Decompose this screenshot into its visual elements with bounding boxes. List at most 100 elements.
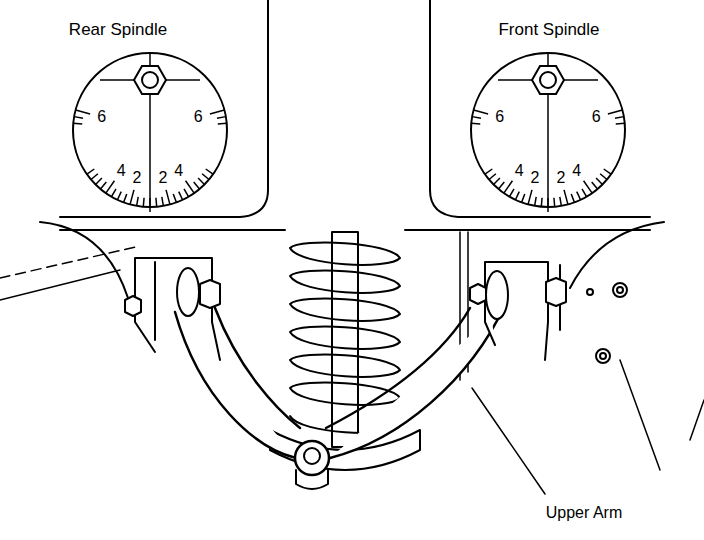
strut-tower [60,0,268,217]
scale-tick [162,197,164,206]
scale-number: 4 [572,162,581,180]
part-label: Rear Spindle [69,21,167,40]
mounting-bracket [485,262,560,360]
scale-tick [553,198,555,207]
coil-spring [290,243,400,265]
scale-tick [143,198,145,207]
scale-tick [179,192,183,200]
scale-tick [166,190,170,204]
ball-joint [296,470,328,489]
scale-tick [124,194,127,202]
scale-tick [510,189,515,197]
scale-tick [592,182,598,189]
scale-tick [560,197,562,206]
coil-spring [290,299,400,321]
frame-hole [613,283,627,297]
scale-tick [489,174,496,180]
scale-number: 6 [495,108,504,126]
scale-tick [149,198,151,207]
ball-joint [295,441,329,475]
scale-tick [130,190,134,204]
frame-hole [617,287,623,293]
scale-tick [112,189,117,197]
scale-tick [564,190,568,204]
scale-tick [582,189,587,197]
scale-number: 2 [133,169,142,187]
scale-tick [608,110,622,114]
strut-tower [430,0,650,217]
bolt-head [200,280,220,308]
scale-tick [499,182,505,189]
illustration-lines [0,0,704,494]
scale-number: 4 [515,162,524,180]
bushing [177,268,199,316]
dashed-line [0,246,140,278]
spindle-end [540,72,556,88]
scale-number: 2 [531,169,540,187]
scale-tick [535,197,537,206]
bushing [486,271,508,319]
scale-tick [74,117,83,119]
scale-tick [194,182,200,189]
frame-line [620,360,704,470]
scale-tick [528,190,532,204]
scale-tick [202,174,209,180]
scale-number: 4 [117,162,126,180]
part-label: Front Spindle [498,21,599,40]
scale-tick [218,123,227,125]
scale-tick [615,117,624,119]
coil-spring [290,271,400,293]
scale-tick [184,189,189,197]
scale-tick [515,192,519,200]
scale-number: 2 [158,169,167,187]
scale-tick [577,192,581,200]
scale-number: 6 [194,108,203,126]
scale-tick [571,194,574,202]
callout-curve [570,222,664,288]
spindle-dial [471,52,625,212]
scale-tick [101,182,107,189]
ball-joint-stud [304,448,320,464]
scale-ticks [471,110,624,207]
frame-hole [587,289,593,295]
spindle-nut [532,66,564,94]
spindle-end [142,72,158,88]
nut [470,284,486,304]
scale-tick [584,181,593,193]
scale-number: 6 [97,108,106,126]
scale-tick [96,178,102,184]
scale-tick [596,178,602,184]
scale-tick [137,197,139,206]
scale-tick [173,194,176,202]
scale-tick [541,198,543,207]
upper-arm [175,305,505,458]
frame-hole [596,349,610,363]
mount-plate [60,229,650,231]
bolt-head [546,278,566,306]
scale-tick [210,110,224,114]
scale-tick [616,123,625,125]
frame-line [0,270,120,300]
scale-tick [547,198,549,207]
frame-hole [600,353,606,359]
scale-tick [217,117,226,119]
nut [125,296,141,316]
scale-tick [504,181,513,193]
scale-tick [474,110,488,114]
spindle-nut [134,66,166,94]
part-label: Upper Arm [546,504,622,522]
scale-tick [522,194,525,202]
callout-curve [40,222,128,298]
scale-tick [117,192,121,200]
spindle-dial [73,52,227,212]
mounting-bracket [135,258,220,360]
upper-arm [215,308,470,428]
scale-tick [206,169,213,174]
scale-tick [76,110,90,114]
scale-tick [186,181,195,193]
scale-tick [485,169,492,174]
coil-spring [290,355,400,377]
scale-ticks [73,110,226,207]
